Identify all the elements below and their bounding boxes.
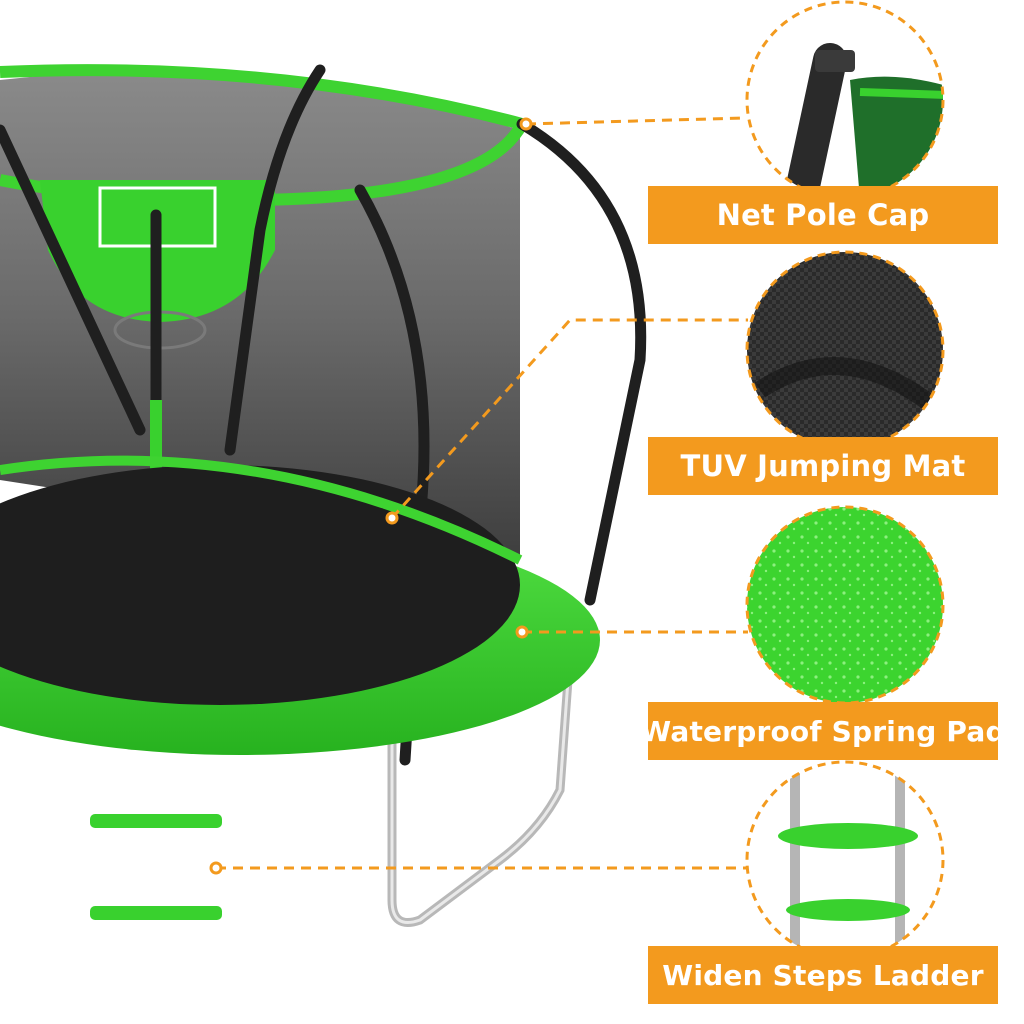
ladder-label: Widen Steps Ladder — [648, 946, 998, 1004]
detail-net-pole-cap — [745, 0, 945, 200]
jumping-mat-label: TUV Jumping Mat — [648, 437, 998, 495]
jumping-mat — [0, 465, 520, 705]
spring-pad-label: Waterproof Spring Pad — [640, 702, 1006, 760]
callout-leaders — [216, 116, 748, 870]
detail-ladder — [745, 760, 945, 960]
callout-dots — [209, 117, 533, 875]
trampoline-ladder — [90, 814, 222, 920]
trampoline-legs — [95, 675, 573, 1017]
detail-spring-pad — [745, 505, 945, 705]
net-pole-cap-label: Net Pole Cap — [648, 186, 998, 244]
trampoline — [0, 64, 647, 1017]
detail-jumping-mat — [745, 250, 945, 450]
